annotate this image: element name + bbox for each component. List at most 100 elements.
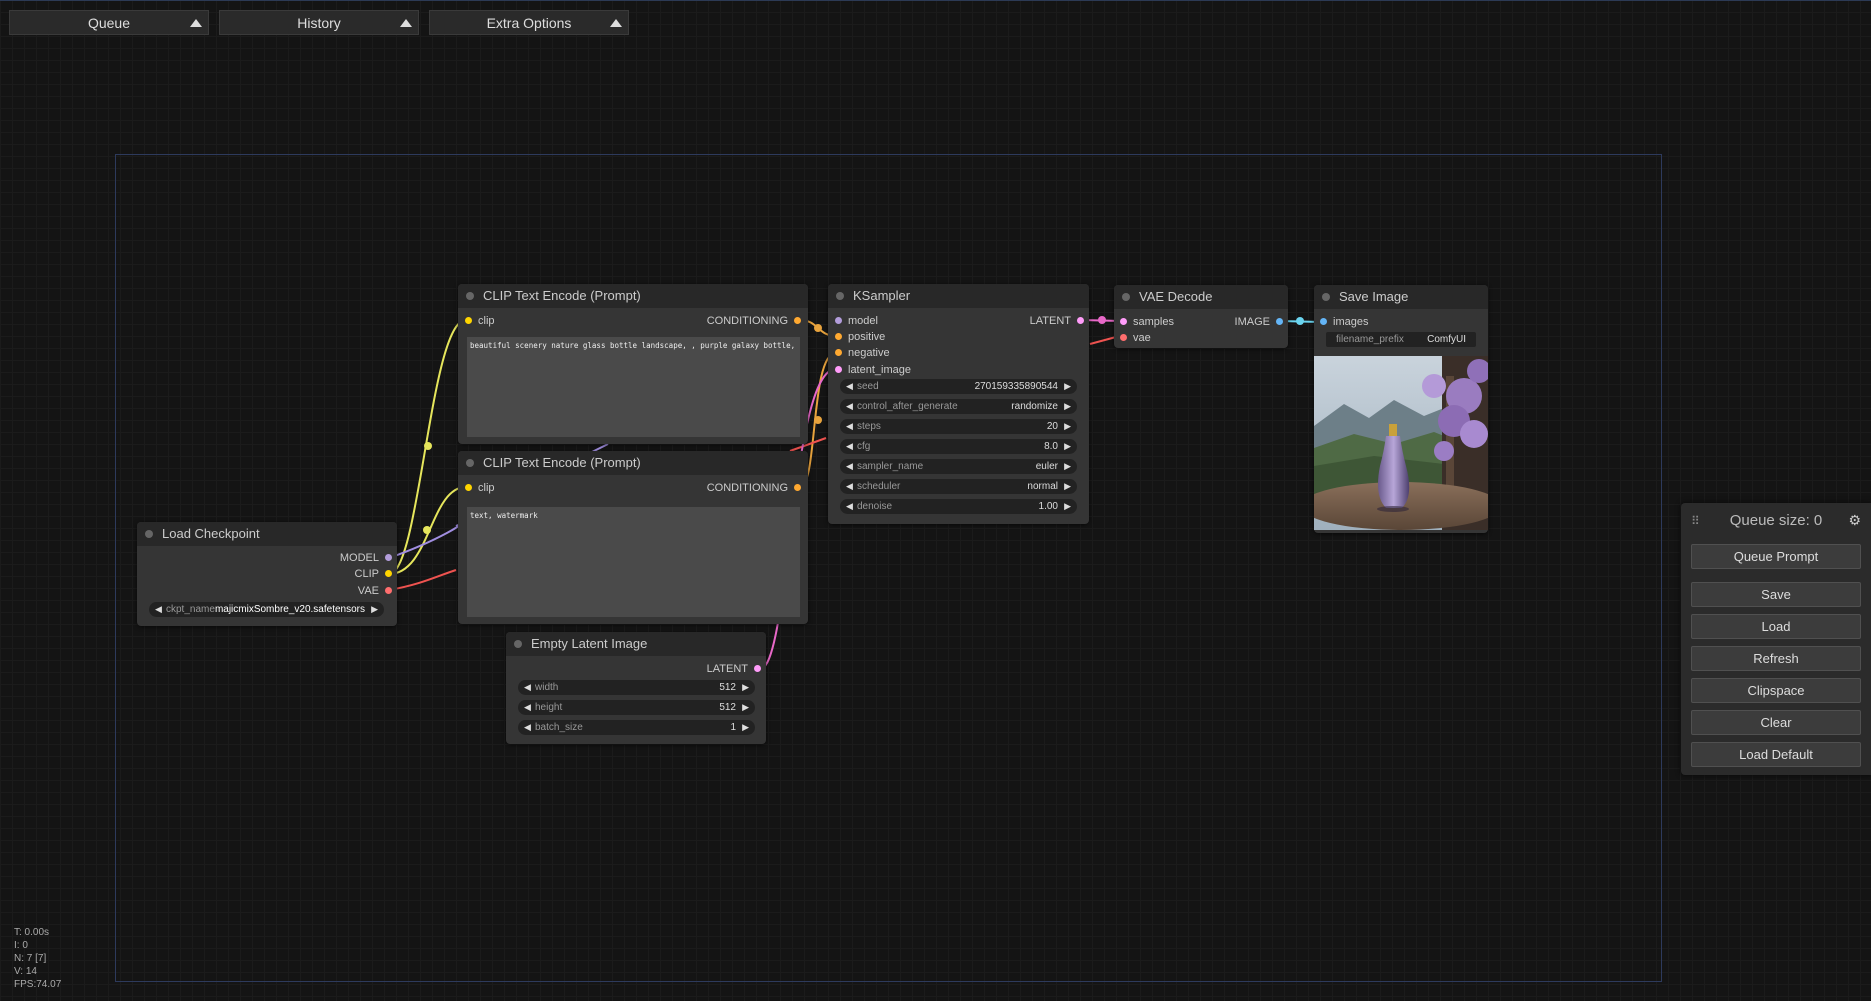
empty-latent-image-node[interactable]: Empty Latent Image LATENT ◀ width 512 ▶ … [506, 632, 766, 744]
arrow-right-icon[interactable]: ▶ [1064, 441, 1071, 451]
slot-dot-icon[interactable] [794, 484, 801, 491]
arrow-left-icon[interactable]: ◀ [524, 702, 531, 712]
output-slot-clip[interactable]: CLIP [355, 568, 393, 580]
denoise-widget[interactable]: ◀ denoise 1.00 ▶ [840, 499, 1077, 514]
node-title[interactable]: Load Checkpoint [137, 522, 397, 546]
arrow-left-icon[interactable]: ◀ [846, 481, 853, 491]
arrow-right-icon[interactable]: ▶ [742, 702, 749, 712]
collapse-dot-icon[interactable] [466, 292, 474, 300]
arrow-right-icon[interactable]: ▶ [1064, 401, 1071, 411]
input-slot-latent-image[interactable]: latent_image [834, 364, 911, 376]
collapse-dot-icon[interactable] [466, 459, 474, 467]
slot-dot-icon[interactable] [1320, 318, 1327, 325]
prompt-textarea[interactable]: beautiful scenery nature glass bottle la… [467, 337, 800, 437]
arrow-left-icon[interactable]: ◀ [524, 682, 531, 692]
clear-button[interactable]: Clear [1691, 710, 1861, 735]
slot-dot-icon[interactable] [835, 366, 842, 373]
save-button[interactable]: Save [1691, 582, 1861, 607]
arrow-right-icon[interactable]: ▶ [742, 722, 749, 732]
slot-dot-icon[interactable] [385, 570, 392, 577]
sampler-name-widget[interactable]: ◀ sampler_name euler ▶ [840, 459, 1077, 474]
output-slot-vae[interactable]: VAE [358, 585, 393, 597]
scheduler-widget[interactable]: ◀ scheduler normal ▶ [840, 479, 1077, 494]
arrow-right-icon[interactable]: ▶ [1064, 481, 1071, 491]
output-slot-latent[interactable]: LATENT [707, 663, 762, 675]
node-title[interactable]: CLIP Text Encode (Prompt) [458, 451, 808, 475]
arrow-left-icon[interactable]: ◀ [846, 381, 853, 391]
refresh-button[interactable]: Refresh [1691, 646, 1861, 671]
arrow-left-icon[interactable]: ◀ [846, 441, 853, 451]
slot-dot-icon[interactable] [1120, 334, 1127, 341]
gear-icon[interactable]: ⚙ [1848, 512, 1861, 528]
slot-dot-icon[interactable] [754, 665, 761, 672]
collapse-dot-icon[interactable] [836, 292, 844, 300]
input-slot-negative[interactable]: negative [834, 347, 890, 359]
arrow-right-icon[interactable]: ▶ [1064, 461, 1071, 471]
slot-dot-icon[interactable] [794, 317, 801, 324]
arrow-right-icon[interactable]: ▶ [1064, 421, 1071, 431]
slot-dot-icon[interactable] [1120, 318, 1127, 325]
input-slot-clip[interactable]: clip [464, 315, 495, 327]
clip-text-encode-negative-node[interactable]: CLIP Text Encode (Prompt) clip CONDITION… [458, 451, 808, 624]
arrow-left-icon[interactable]: ◀ [155, 604, 162, 614]
arrow-left-icon[interactable]: ◀ [846, 401, 853, 411]
control-after-generate-widget[interactable]: ◀ control_after_generate randomize ▶ [840, 399, 1077, 414]
arrow-right-icon[interactable]: ▶ [371, 604, 378, 614]
node-title[interactable]: Save Image [1314, 285, 1488, 309]
clipspace-button[interactable]: Clipspace [1691, 678, 1861, 703]
ksampler-node[interactable]: KSampler model positive negative latent_… [828, 284, 1089, 524]
cfg-widget[interactable]: ◀ cfg 8.0 ▶ [840, 439, 1077, 454]
output-slot-conditioning[interactable]: CONDITIONING [707, 315, 802, 327]
node-group-frame[interactable] [115, 154, 1662, 982]
height-widget[interactable]: ◀ height 512 ▶ [518, 700, 755, 715]
node-title[interactable]: Empty Latent Image [506, 632, 766, 656]
prompt-textarea[interactable]: text, watermark [467, 507, 800, 617]
output-slot-conditioning[interactable]: CONDITIONING [707, 482, 802, 494]
input-slot-images[interactable]: images [1319, 316, 1368, 328]
slot-dot-icon[interactable] [1276, 318, 1283, 325]
queue-menu-button[interactable]: Queue [9, 10, 209, 35]
history-menu-button[interactable]: History [219, 10, 419, 35]
arrow-left-icon[interactable]: ◀ [846, 421, 853, 431]
slot-dot-icon[interactable] [835, 349, 842, 356]
generated-image-preview[interactable] [1314, 356, 1488, 530]
node-title[interactable]: KSampler [828, 284, 1089, 308]
arrow-left-icon[interactable]: ◀ [524, 722, 531, 732]
slot-dot-icon[interactable] [465, 317, 472, 324]
arrow-left-icon[interactable]: ◀ [846, 461, 853, 471]
drag-handle-icon[interactable]: ⠿ [1691, 514, 1700, 528]
slot-dot-icon[interactable] [835, 317, 842, 324]
load-button[interactable]: Load [1691, 614, 1861, 639]
clip-text-encode-positive-node[interactable]: CLIP Text Encode (Prompt) clip CONDITION… [458, 284, 808, 444]
arrow-right-icon[interactable]: ▶ [742, 682, 749, 692]
filename-prefix-widget[interactable]: filename_prefix ComfyUI [1326, 332, 1476, 347]
output-slot-model[interactable]: MODEL [340, 552, 393, 564]
arrow-right-icon[interactable]: ▶ [1064, 381, 1071, 391]
input-slot-positive[interactable]: positive [834, 331, 885, 343]
input-slot-vae[interactable]: vae [1119, 332, 1151, 344]
load-checkpoint-node[interactable]: Load Checkpoint MODEL CLIP VAE ◀ ckpt_na… [137, 522, 397, 626]
slot-dot-icon[interactable] [1077, 317, 1084, 324]
seed-widget[interactable]: ◀ seed 270159335890544 ▶ [840, 379, 1077, 394]
slot-dot-icon[interactable] [465, 484, 472, 491]
extra-options-menu-button[interactable]: Extra Options [429, 10, 629, 35]
load-default-button[interactable]: Load Default [1691, 742, 1861, 767]
input-slot-samples[interactable]: samples [1119, 316, 1174, 328]
vae-decode-node[interactable]: VAE Decode samples vae IMAGE [1114, 285, 1288, 348]
batch-size-widget[interactable]: ◀ batch_size 1 ▶ [518, 720, 755, 735]
arrow-left-icon[interactable]: ◀ [846, 501, 853, 511]
slot-dot-icon[interactable] [835, 333, 842, 340]
slot-dot-icon[interactable] [385, 587, 392, 594]
output-slot-latent[interactable]: LATENT [1030, 315, 1085, 327]
slot-dot-icon[interactable] [385, 554, 392, 561]
node-title[interactable]: CLIP Text Encode (Prompt) [458, 284, 808, 308]
collapse-dot-icon[interactable] [1122, 293, 1130, 301]
output-slot-image[interactable]: IMAGE [1235, 316, 1284, 328]
collapse-dot-icon[interactable] [1322, 293, 1330, 301]
collapse-dot-icon[interactable] [145, 530, 153, 538]
steps-widget[interactable]: ◀ steps 20 ▶ [840, 419, 1077, 434]
input-slot-clip[interactable]: clip [464, 482, 495, 494]
queue-prompt-button[interactable]: Queue Prompt [1691, 544, 1861, 569]
ckpt-name-combo[interactable]: ◀ ckpt_name majicmixSombre_v20.safetenso… [149, 602, 384, 617]
arrow-right-icon[interactable]: ▶ [1064, 501, 1071, 511]
